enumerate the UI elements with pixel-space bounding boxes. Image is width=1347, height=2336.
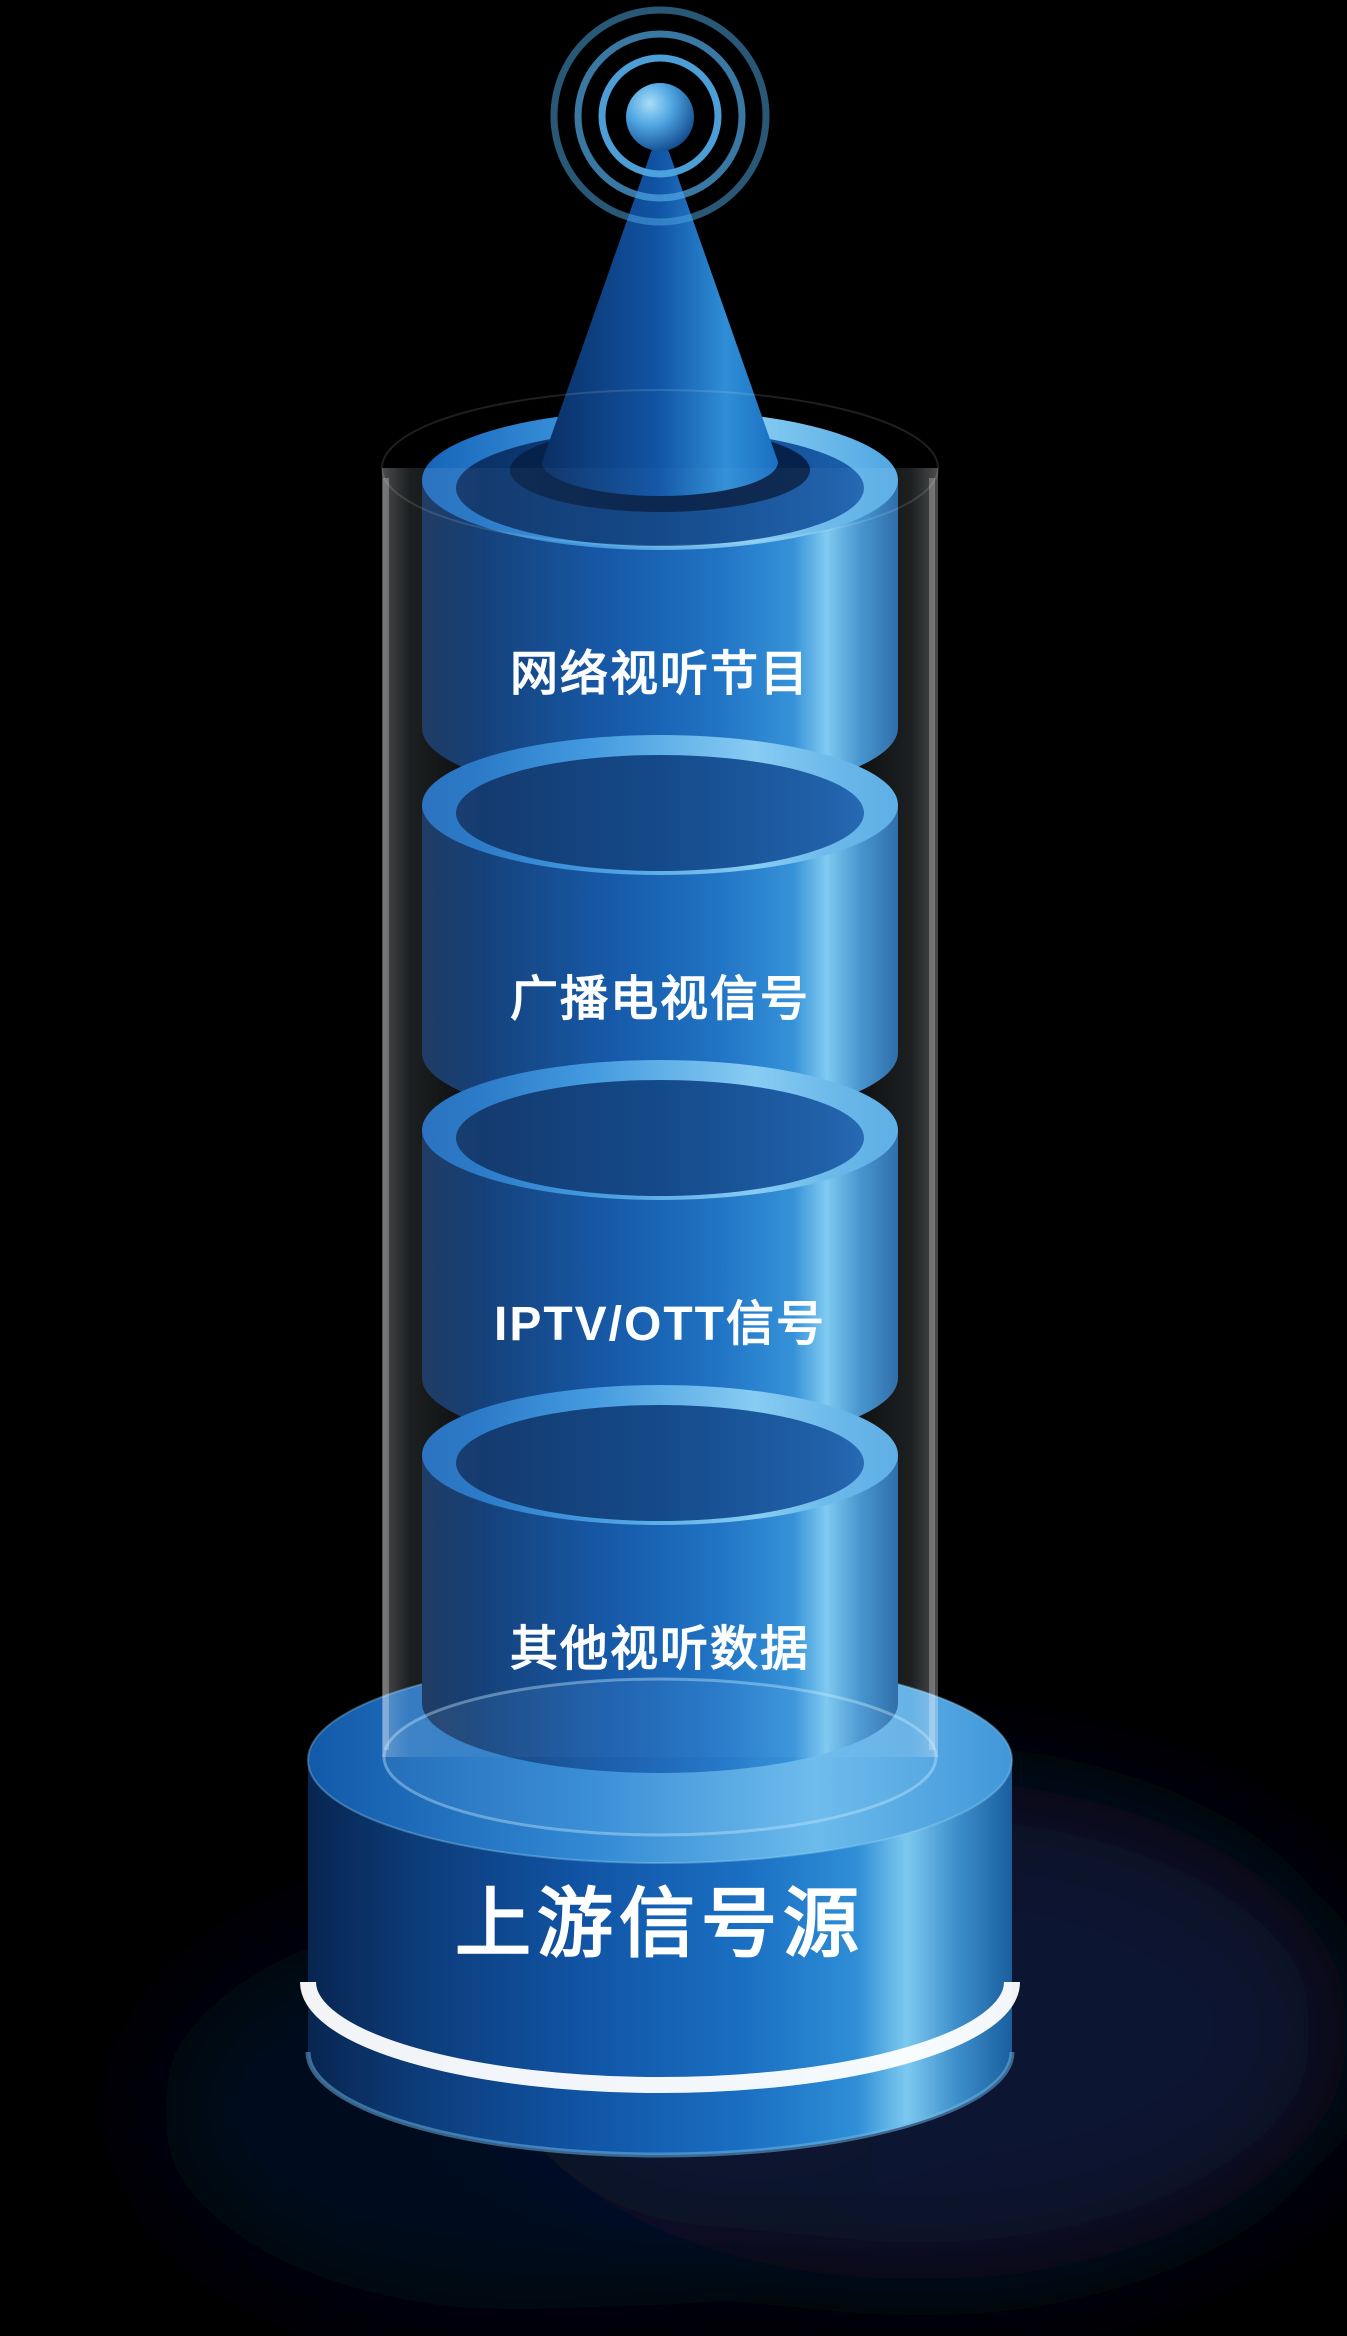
glass-cylinder: [381, 389, 939, 1837]
glass-edge-right: [929, 478, 935, 1750]
signal-waves-icon: [550, 6, 770, 226]
base-label: 上游信号源: [455, 1882, 865, 1967]
glass-edge-left: [383, 478, 389, 1750]
glass-body: [382, 468, 938, 1757]
base-bottom-highlight: [305, 2051, 1015, 2158]
glass-top-rim: [381, 389, 939, 547]
glass-bottom-ring: [382, 1677, 938, 1837]
antenna-sphere: [626, 83, 694, 151]
antenna-cone: [542, 145, 778, 496]
base-white-band: [300, 1981, 1020, 2093]
